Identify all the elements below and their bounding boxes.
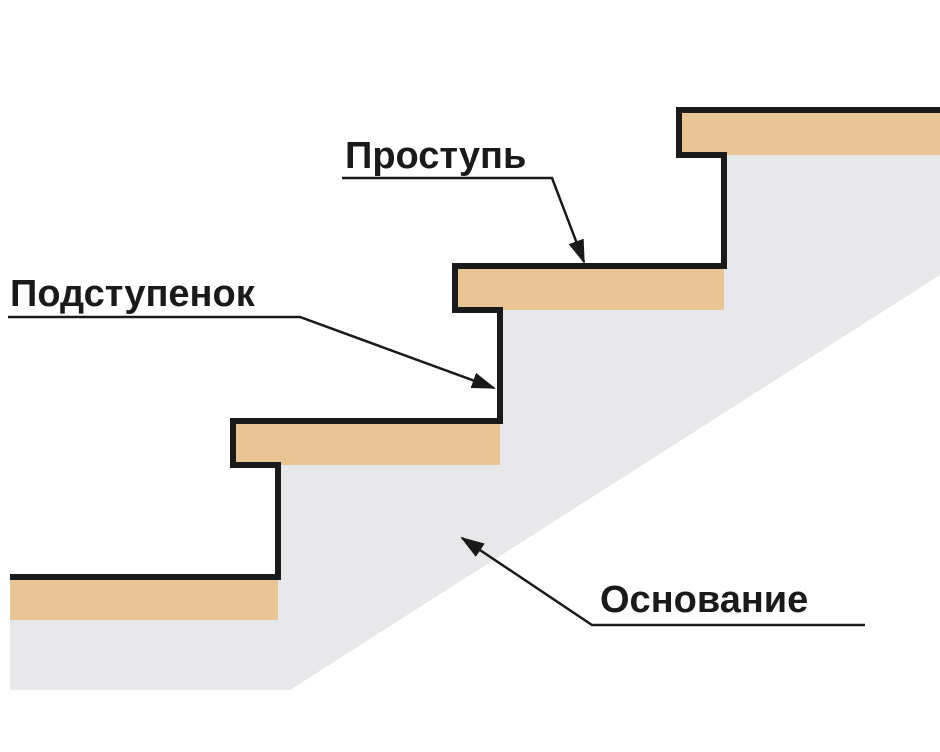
stair-outline xyxy=(10,107,940,580)
riser-leader-line xyxy=(8,315,496,390)
tread-label: Проступь xyxy=(345,135,526,177)
tread-board-2 xyxy=(233,421,500,465)
base-leader-line xyxy=(460,536,865,627)
base-label: Основание xyxy=(600,579,808,621)
tread-leader-line xyxy=(342,176,586,264)
riser-label: Подступенок xyxy=(10,273,256,315)
stair-base xyxy=(10,155,940,690)
tread-board-4 xyxy=(679,110,940,155)
tread-board-3 xyxy=(455,266,724,310)
tread-board-1 xyxy=(10,577,278,620)
